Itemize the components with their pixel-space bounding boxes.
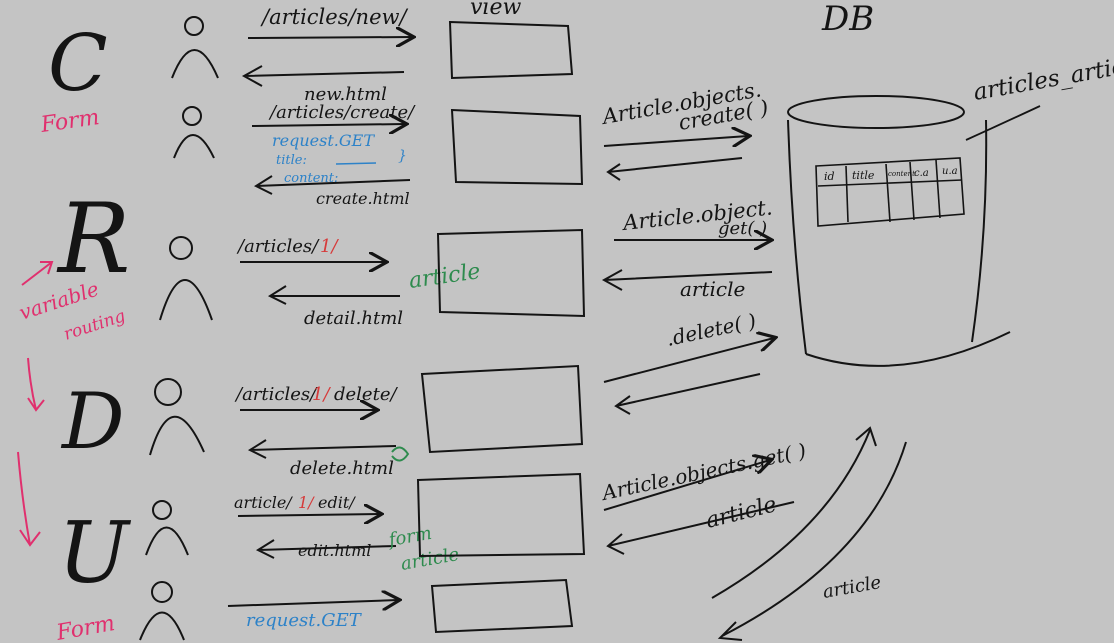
response-create-html: create.html <box>316 189 410 208</box>
letter-r: R <box>56 183 130 295</box>
response-arrow-new <box>241 65 405 87</box>
field-title-blank <box>335 162 377 165</box>
database-cylinder <box>787 95 1011 367</box>
orm-return-update <box>606 501 795 555</box>
url-delete-suffix: delete/ <box>334 384 398 405</box>
orm-return-update-label: article <box>703 492 779 534</box>
loop-arc-up <box>711 429 871 599</box>
db-table-name: articles_article <box>972 50 1114 106</box>
url-update-var: 1/ <box>298 493 315 512</box>
url-articles-new: /articles/new/ <box>260 5 408 29</box>
request-arrow-new <box>247 37 412 38</box>
loop-arc-up-head <box>855 426 877 447</box>
loop-arc-down-head <box>717 621 743 641</box>
url-delete-prefix: /articles/ <box>234 384 318 405</box>
orm-return-delete <box>614 373 761 415</box>
orm-arrow-create <box>603 136 748 146</box>
response-arrow-update <box>255 539 397 559</box>
view-box-create <box>450 108 584 186</box>
orm-arrow-update <box>603 460 770 511</box>
response-arrow-delete <box>247 439 397 459</box>
loop-arc-down <box>721 441 907 637</box>
variable-routing-arrow <box>21 261 54 286</box>
db-label: DB <box>821 0 874 39</box>
person-icon-3 <box>159 236 213 321</box>
response-arrow-read <box>267 285 400 305</box>
person-icon-2 <box>173 106 215 159</box>
request-get-update: request.GET <box>246 610 363 631</box>
orm-return-read-label: article <box>680 277 745 301</box>
label-form-create: Form <box>38 105 101 138</box>
view-box-new <box>448 20 574 80</box>
person-icon-4 <box>149 378 205 456</box>
label-form-update: Form <box>54 611 117 643</box>
orm-return-read <box>601 269 773 291</box>
response-detail-html: detail.html <box>304 308 403 329</box>
pink-down-arrow-1 <box>27 357 45 412</box>
field-title: title: <box>276 153 307 168</box>
context-article-read: article <box>407 259 482 294</box>
orm-update-get: Article.objects.get( ) <box>598 438 808 505</box>
note-routing: routing <box>61 306 128 345</box>
letter-u: U <box>58 504 132 602</box>
request-arrow-create <box>251 124 405 126</box>
db-col-4: c.a <box>914 168 929 179</box>
person-icon-6 <box>139 581 185 641</box>
person-icon-5 <box>145 500 189 556</box>
person-icon-1 <box>171 16 219 79</box>
db-col-1: id <box>824 170 835 183</box>
url-delete-var: 1/ <box>312 384 331 405</box>
letter-c: C <box>48 19 108 109</box>
url-update-suffix: edit/ <box>318 493 356 512</box>
url-articles-create: /articles/create/ <box>268 102 416 123</box>
url-read-prefix: /articles/ <box>236 236 320 257</box>
orm-delete: .delete( ) <box>664 308 758 350</box>
view-box-update-post <box>430 578 574 634</box>
field-content: content: <box>284 171 338 186</box>
letter-d: D <box>60 377 125 467</box>
orm-get-2: get( ) <box>718 218 767 239</box>
field-brace: } <box>398 148 407 164</box>
response-delete-html: delete.html <box>290 458 394 479</box>
view-box-update <box>416 472 586 558</box>
request-arrow-update <box>237 514 380 516</box>
request-get-create: request.GET <box>272 131 375 150</box>
delete-green-mark <box>391 446 410 462</box>
view-box-delete <box>420 364 584 454</box>
orm-return-create <box>606 157 743 181</box>
request-arrow-update-post <box>227 600 398 606</box>
url-read-var: 1/ <box>320 236 339 257</box>
response-arrow-create <box>253 175 411 195</box>
db-col-3: content <box>888 170 915 178</box>
db-table-pointer <box>965 105 1041 141</box>
context-article-update: article <box>399 544 461 575</box>
url-update-prefix: article/ <box>234 493 293 512</box>
db-table <box>815 157 965 227</box>
view-box-read <box>436 228 586 318</box>
orm-arrow-delete <box>603 338 774 383</box>
context-form-update: form <box>385 523 433 552</box>
db-col-5: u.a <box>942 166 958 177</box>
pink-down-arrow-2 <box>17 451 41 547</box>
db-col-2: title <box>852 169 875 182</box>
response-edit-html: edit.html <box>298 541 371 560</box>
view-label: view <box>470 0 521 20</box>
response-new-html: new.html <box>304 84 387 105</box>
loop-article-label: article <box>821 572 883 603</box>
